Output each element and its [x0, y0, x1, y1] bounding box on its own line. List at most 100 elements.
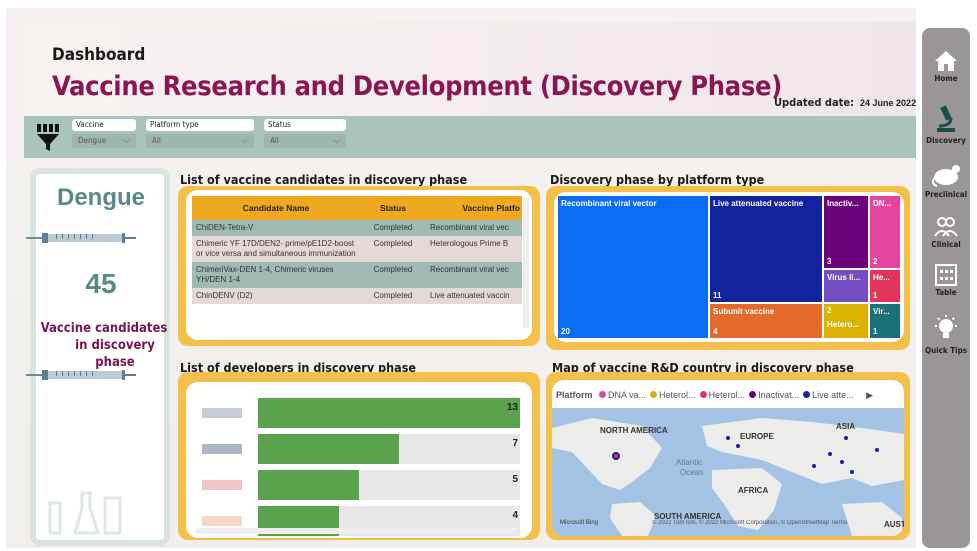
legend-next-icon[interactable]: ▶	[866, 390, 874, 400]
candidates-panel: Candidate Name Status Vaccine Platfo Chi…	[186, 190, 532, 340]
updated-date-label: Updated date:	[774, 96, 855, 109]
updated-date-value: 24 June 2022	[860, 98, 917, 108]
platform-title: Discovery phase by platform type	[550, 172, 765, 187]
map-credit[interactable]: © 2022 TomTom, © 2022 Microsoft Corporat…	[652, 520, 848, 526]
summary-card	[30, 168, 170, 546]
table-row[interactable]: ChimeriVax-DEN 1-4, Chimeric viruses YH/…	[192, 262, 522, 288]
legend-dot	[749, 391, 757, 398]
map-label-europe: EUROPE	[740, 432, 774, 441]
chevron-down-icon: ⌵	[333, 136, 340, 146]
legend-item[interactable]: Heterol...	[699, 390, 745, 400]
updated-date: Updated date: 24 June 2022	[774, 96, 916, 109]
treemap-tile[interactable]: Inactiv...3	[824, 196, 868, 268]
map-label-ocean: Ocean	[680, 468, 704, 477]
map-label-asia: ASIA	[836, 422, 856, 431]
syringe-icon	[26, 233, 136, 243]
filter-status-select[interactable]: All⌵	[264, 134, 346, 148]
chevron-down-icon: ⌵	[241, 136, 248, 146]
legend-item[interactable]: DNA va...	[599, 390, 646, 400]
bar-value-label: 5	[512, 474, 518, 485]
legend-dot	[803, 391, 811, 398]
filter-icon	[37, 124, 59, 151]
treemap-tile[interactable]: Vir...1	[870, 304, 900, 338]
candidates-title: List of vaccine candidates in discovery …	[180, 172, 468, 187]
nav-clinical[interactable]: Clinical	[922, 216, 970, 249]
candidate-count-label: Vaccine candidates in discovery phase	[40, 321, 168, 370]
chevron-down-icon: ⌵	[123, 136, 130, 146]
syringe-icon	[26, 370, 136, 380]
map-label-africa: AFRICA	[738, 486, 769, 495]
developer-logo	[202, 516, 242, 526]
map-legend: Platform DNA va... Heterol...Heterol... In…	[556, 390, 873, 401]
bar[interactable]	[258, 398, 520, 428]
legend-item[interactable]: Inactivat...	[749, 390, 799, 400]
legend-dot	[599, 391, 607, 398]
legend-dot	[650, 391, 658, 398]
map-label-north-america: NORTH AMERICA	[600, 426, 668, 435]
selected-vaccine: Dengue	[56, 184, 145, 211]
bar[interactable]	[258, 470, 359, 500]
world-map[interactable]	[552, 408, 904, 536]
nav-table[interactable]: Table	[922, 264, 970, 297]
lab-flask-icon	[48, 491, 122, 535]
nav-preclinical[interactable]: Preclinical	[922, 160, 970, 199]
map-title: Map of vaccine R&D country in discovery …	[552, 360, 854, 375]
bar-value-label: 4	[512, 510, 518, 521]
page-title: Vaccine Research and Development (Discov…	[52, 71, 782, 102]
nav-home[interactable]: Home	[922, 50, 970, 83]
bar-value-label: 7	[512, 438, 518, 449]
bing-logo: Microsoft Bing	[560, 520, 599, 526]
legend-title: Platform	[556, 390, 593, 400]
bar[interactable]	[258, 434, 399, 464]
developers-panel: 13 7 5 4	[186, 382, 532, 538]
legend-item[interactable]: Live atte...	[803, 390, 854, 400]
home-icon	[935, 51, 957, 71]
filter-status-label: Status	[264, 119, 346, 131]
microscope-icon	[937, 105, 955, 132]
map-label-south-america: SOUTH AMERICA	[654, 512, 722, 521]
table-row[interactable]: Chimeric YF 17D/DEN2- prime/pE1D2-boost …	[192, 236, 522, 262]
filter-platform-label: Platform type	[146, 119, 254, 131]
legend-dot	[699, 391, 707, 398]
developer-logo	[202, 480, 242, 490]
treemap-tile[interactable]: Virus li...	[824, 270, 868, 302]
map-panel: Platform DNA va... Heterol...Heterol... In…	[552, 380, 904, 536]
nav-discovery[interactable]: Discovery	[922, 104, 970, 145]
legend-item[interactable]: Heterol...	[650, 390, 696, 400]
horizontal-scrollbar[interactable]	[196, 528, 516, 534]
filter-vaccine-select[interactable]: Dengue⌵	[72, 134, 136, 148]
filter-status[interactable]: Status All⌵	[264, 119, 346, 148]
map-label-atlantic: Atlantic	[676, 458, 703, 467]
map-label-australia: AUSTR	[884, 520, 904, 529]
people-icon	[934, 217, 958, 237]
table-icon	[935, 264, 957, 286]
header-band	[24, 22, 916, 118]
lightbulb-icon	[935, 315, 957, 338]
treemap-tile[interactable]: DN...2	[870, 196, 900, 268]
column-header[interactable]: Vaccine Platfo	[426, 196, 522, 220]
filter-platform[interactable]: Platform type All⌵	[146, 119, 254, 148]
candidates-table: Candidate Name Status Vaccine Platfo Chi…	[192, 196, 522, 304]
treemap-tile[interactable]: Hetero...2	[824, 304, 868, 338]
candidate-count: 45	[85, 268, 117, 299]
candidates-table-wrap: Candidate Name Status Vaccine Platfo Chi…	[192, 196, 522, 338]
bar-value-label: 13	[506, 402, 518, 413]
treemap-tile[interactable]: He...1	[870, 270, 900, 302]
filter-vaccine[interactable]: Vaccine Dengue⌵	[72, 119, 136, 148]
developers-bar-chart: 13 7 5 4	[186, 382, 532, 538]
developer-logo	[202, 444, 242, 454]
developers-title: List of developers in discovery phase	[180, 360, 417, 375]
column-header[interactable]: Candidate Name	[192, 196, 360, 220]
vertical-scrollbar[interactable]	[523, 198, 529, 328]
column-header[interactable]: Status	[360, 196, 426, 220]
developer-logo	[202, 408, 242, 418]
filter-vaccine-label: Vaccine	[72, 119, 136, 131]
nav-quick-tips[interactable]: Quick Tips	[922, 314, 970, 355]
filter-platform-select[interactable]: All⌵	[146, 134, 254, 148]
